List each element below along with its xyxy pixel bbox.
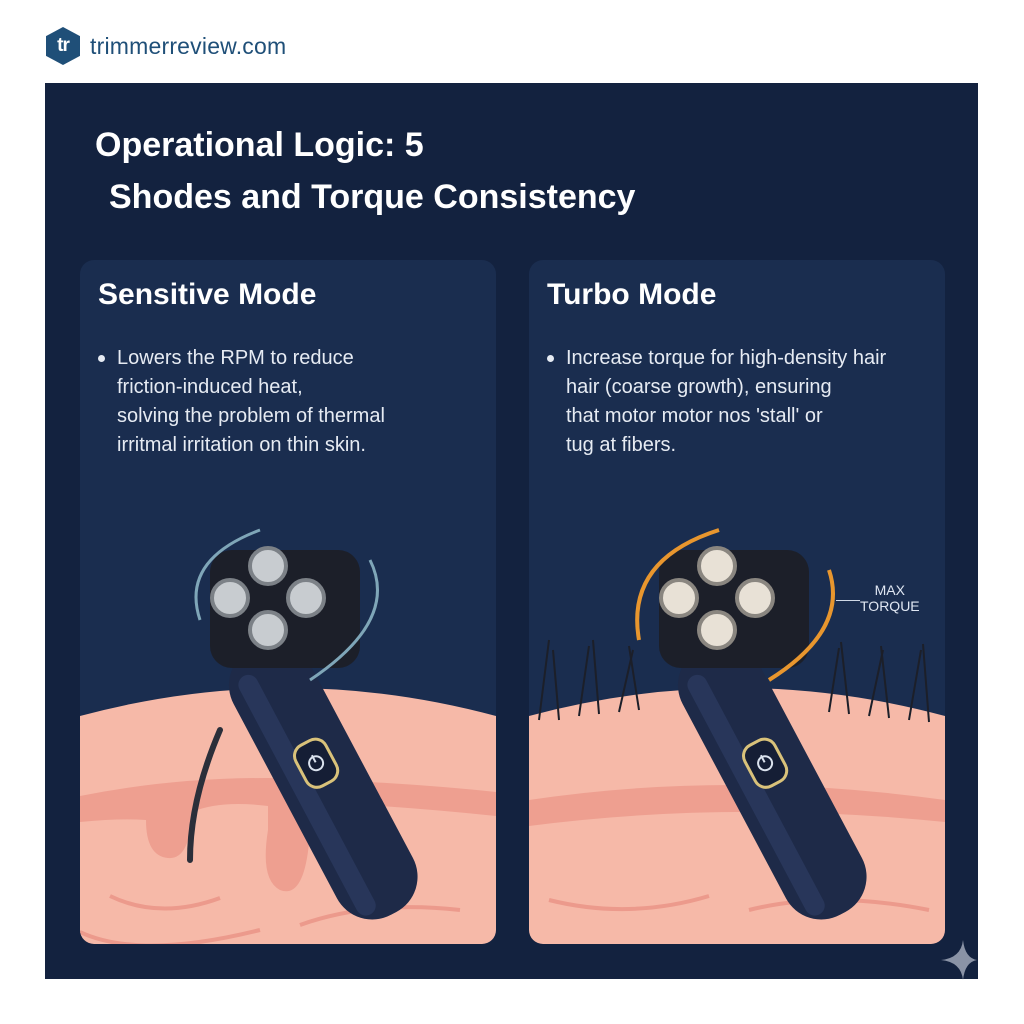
title-line-2: Shodes and Torque Consistency [109, 178, 636, 216]
brand-header: tr trimmerreview.com [46, 26, 286, 66]
sensitive-mode-illustration [80, 528, 496, 944]
turbo-mode-illustration [529, 528, 945, 944]
card-title: Turbo Mode [547, 278, 717, 311]
description-line: tug at fibers. [566, 434, 677, 456]
sensitive-mode-card: Sensitive Mode Lowers the RPM to reduce … [80, 260, 496, 944]
sparkle-icon [941, 940, 977, 980]
max-torque-callout: MAX TORQUE [860, 582, 920, 614]
bullet-icon [98, 355, 105, 362]
description-line: that motor motor nos 'stall' or [566, 405, 823, 427]
description-line: hair (coarse growth), ensuring [566, 376, 832, 398]
turbo-mode-card: Turbo Mode Increase torque for high-dens… [529, 260, 945, 944]
title-line-1: Operational Logic: 5 [95, 126, 424, 164]
card-title: Sensitive Mode [98, 278, 317, 311]
rotation-arrow-icon [194, 528, 261, 621]
card-description: Increase torque for high-density hair ha… [547, 344, 937, 460]
description-line: friction-induced heat, [117, 376, 303, 398]
infographic-panel: Operational Logic: 5 Shodes and Torque C… [45, 83, 978, 979]
description-line: irritmal irritation on thin skin. [117, 434, 366, 456]
description-line: solving the problem of thermal [117, 405, 385, 427]
bullet-icon [547, 355, 554, 362]
card-description: Lowers the RPM to reduce friction-induce… [98, 344, 488, 460]
callout-line [836, 600, 860, 601]
brand-name[interactable]: trimmerreview.com [90, 32, 287, 59]
page-title: Operational Logic: 5 Shodes and Torque C… [95, 119, 635, 223]
rotation-arrow-icon [635, 528, 720, 641]
brand-logo-icon: tr [46, 27, 80, 65]
description-line: Lowers the RPM to reduce [117, 347, 354, 369]
description-line: Increase torque for high-density hair [566, 347, 887, 369]
